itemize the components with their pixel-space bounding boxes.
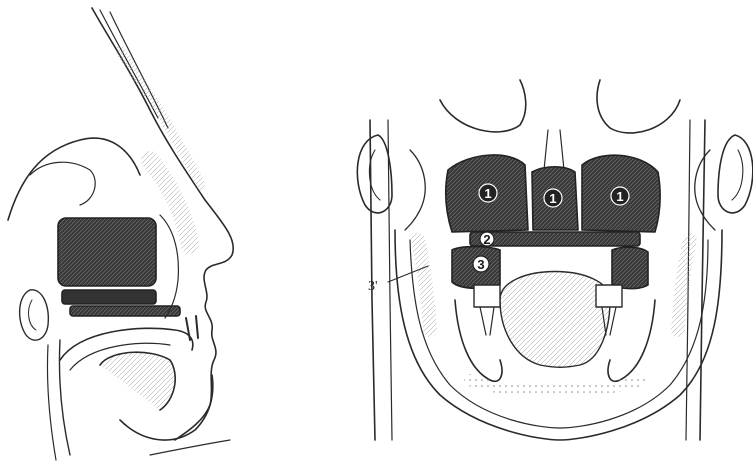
orbit-outline (30, 162, 95, 205)
left-orbit (440, 80, 526, 132)
mandible-left (455, 300, 502, 381)
label-region1-left: 1 (484, 186, 491, 201)
region-3-right (612, 247, 648, 288)
left-ear-outline (357, 135, 392, 213)
pharynx-line-2 (47, 345, 56, 460)
neck-right-outer (700, 120, 705, 440)
tongue (500, 272, 610, 368)
nasal-septum (544, 130, 564, 170)
sagittal-palate-band (62, 290, 156, 304)
left-molar (474, 285, 500, 307)
right-ear-outline (718, 135, 753, 213)
right-molar (596, 285, 622, 307)
right-ear-inner (732, 150, 743, 200)
ear-inner (29, 300, 36, 330)
ear-outline (20, 290, 49, 340)
label-region2: 2 (483, 232, 490, 247)
label-region1-right: 1 (616, 189, 623, 204)
label-region3: 3 (477, 257, 484, 272)
floor-of-mouth (470, 380, 640, 391)
sagittal-head-view (8, 8, 233, 460)
region-2-band (470, 232, 640, 246)
sagittal-sinus-region (58, 218, 156, 286)
tongue-region (100, 352, 175, 410)
nasal-cavity (160, 215, 178, 318)
label-callout-3prime: 3' (368, 279, 378, 294)
left-masseter (418, 240, 430, 330)
cranial-outline (8, 138, 140, 220)
sagittal-palate-lower (70, 306, 180, 316)
left-zygoma (405, 150, 425, 230)
coronal-head-view (357, 80, 753, 440)
neck-line (150, 440, 230, 455)
front-teeth (186, 316, 198, 340)
label-region1-center: 1 (549, 191, 556, 206)
left-root (480, 307, 494, 335)
right-orbit (597, 80, 680, 133)
